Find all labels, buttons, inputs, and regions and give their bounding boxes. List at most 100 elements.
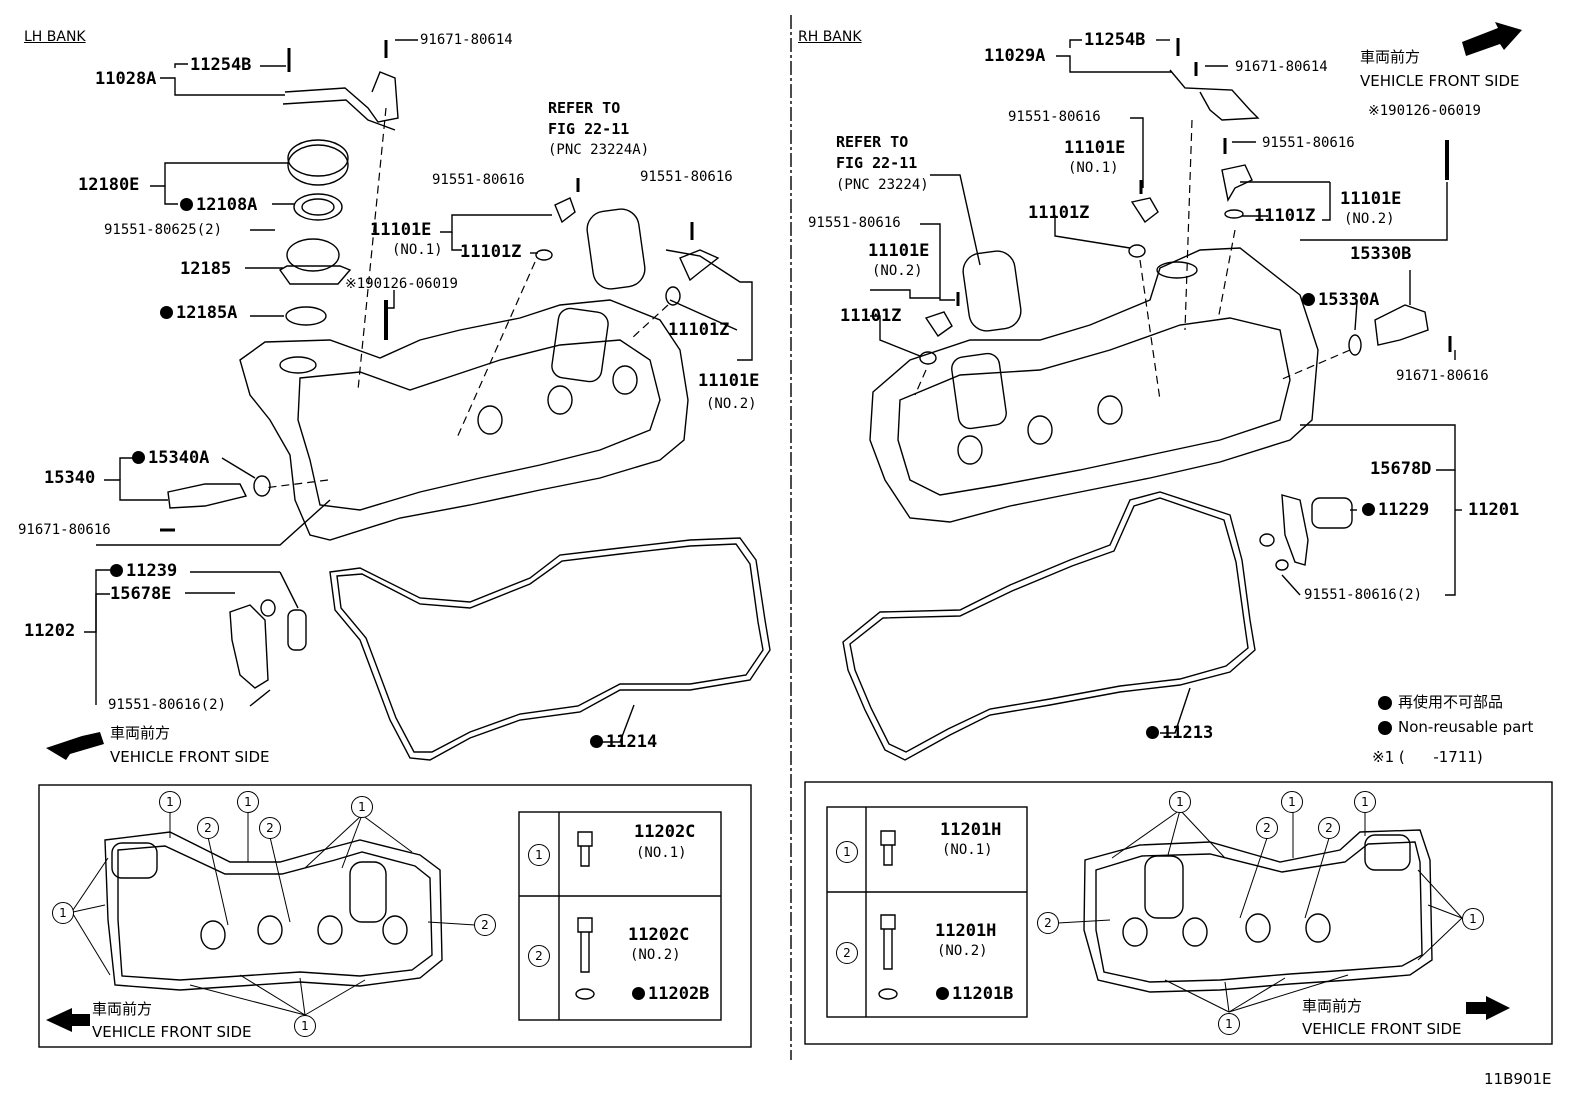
rh-part-11229-text: 11229	[1378, 500, 1430, 520]
lh-part-11254B: 11254B	[190, 55, 252, 75]
lh-part-15340A: 15340A	[132, 450, 209, 467]
lh-cover-top-view	[104, 831, 443, 991]
rh-part-11101Z-b: 11101Z	[840, 306, 902, 326]
rh-callout-1: 1	[1281, 791, 1303, 813]
lh-sensor-no2-shape	[679, 249, 720, 282]
lh-table-row2-num: 2	[528, 945, 550, 967]
rh-table-row2-part: 11201H	[935, 921, 997, 941]
rh-part-91671-80614: 91671-80614	[1235, 59, 1328, 75]
legend-dot-1	[1378, 696, 1392, 710]
rh-washer-shape	[878, 988, 898, 1000]
lh-part-12108A-text: 12108A	[196, 195, 258, 215]
lh-table-row2-sub: (NO.2)	[630, 947, 681, 963]
rh-part-15330B: 15330B	[1350, 244, 1412, 264]
lh-bolt1-shape	[577, 831, 593, 867]
lh-callout-1: 1	[294, 1015, 316, 1037]
rh-ocv-15330B-shape	[1374, 304, 1429, 346]
rh-bolt-box	[804, 781, 1553, 1045]
lh-callout-2: 2	[259, 817, 281, 839]
rh-table-row1-part: 11201H	[940, 820, 1002, 840]
rh-sensor-no2b-shape	[924, 311, 953, 337]
lh-bolt2-shape	[577, 917, 593, 973]
rh-callout-1: 1	[1354, 791, 1376, 813]
lh-part-190126-06019: ※190126-06019	[345, 276, 458, 292]
rh-part-15678D: 15678D	[1370, 459, 1432, 479]
lh-callout-2: 2	[474, 914, 496, 936]
lh-callout-1: 1	[52, 902, 74, 924]
lh-refer-fig: FIG 22-11	[548, 120, 630, 138]
rh-callout-1: 1	[1218, 1013, 1240, 1035]
lh-oring-12185A-shape	[285, 306, 327, 326]
rh-part-11213: 11213	[1146, 725, 1213, 742]
rh-table-row1-sub: (NO.1)	[942, 842, 993, 858]
rh-refer-fig: FIG 22-11	[836, 154, 918, 172]
non-reusable-dot-icon	[132, 451, 145, 464]
lh-ocv-housing-shape	[229, 604, 269, 689]
rh-sensor-no2-shape	[1221, 164, 1253, 202]
lh-refer-gasket-shape	[586, 208, 646, 290]
lh-part-11239-text: 11239	[126, 561, 178, 581]
lh-refer-title: REFER TO	[548, 99, 621, 117]
lh-table-row1-num: 1	[528, 844, 550, 866]
legend-note: ※1 ( -1711)	[1372, 748, 1483, 766]
lh-filler-neck-shape	[286, 238, 340, 272]
legend-jp: 再使用不可部品	[1398, 693, 1504, 711]
rh-front-en-bottom: VEHICLE FRONT SIDE	[1302, 1020, 1462, 1038]
rh-part-91551-80616-b: 91551-80616	[808, 215, 901, 231]
lh-part-12185A-text: 12185A	[176, 303, 238, 323]
figure-code: 11B901E	[1484, 1070, 1552, 1088]
non-reusable-dot-icon	[1362, 503, 1375, 516]
lh-part-11202: 11202	[24, 621, 76, 641]
lh-part-12185: 12185	[180, 259, 232, 279]
non-reusable-dot-icon	[1302, 293, 1315, 306]
rh-part-11229: 11229	[1362, 502, 1429, 519]
lh-bracket-shape	[284, 71, 399, 123]
rh-part-11101Z-c: 11101Z	[1254, 206, 1316, 226]
rh-front-jp-bottom: 車両前方	[1302, 997, 1363, 1015]
rh-part-190126-06019: ※190126-06019	[1368, 103, 1481, 119]
lh-part-91551-80616-2: 91551-80616(2)	[108, 697, 227, 713]
lh-part-91551-80625: 91551-80625(2)	[104, 222, 223, 238]
lh-part-91671-80616: 91671-80616	[18, 522, 111, 538]
rh-table-row1-num: 1	[836, 841, 858, 863]
rh-part-11254B: 11254B	[1084, 30, 1146, 50]
lh-part-11214: 11214	[590, 734, 657, 751]
lh-part-11101Z-b: 11101Z	[668, 320, 730, 340]
lh-part-11028A: 11028A	[95, 69, 157, 89]
lh-table-row2-part2: 11202B	[632, 986, 709, 1003]
lh-part-11101E-no2-sub: (NO.2)	[706, 396, 757, 412]
lh-table-row2-part2-text: 11202B	[648, 984, 710, 1004]
rh-front-en-top: VEHICLE FRONT SIDE	[1360, 72, 1520, 90]
rh-part-15330A-text: 15330A	[1318, 290, 1380, 310]
rh-sensor-no1-shape	[1130, 197, 1159, 224]
rh-bolt2-shape	[880, 914, 896, 970]
lh-front-jp-top: 車両前方	[110, 724, 171, 742]
rh-part-11101Z-a: 11101Z	[1028, 203, 1090, 223]
lh-part-91671-80614: 91671-80614	[420, 32, 513, 48]
rh-table-row2-sub: (NO.2)	[937, 943, 988, 959]
rh-callout-1: 1	[1462, 908, 1484, 930]
lh-gasket-11214-shape	[329, 537, 771, 761]
rh-bolt-table	[826, 806, 1028, 1018]
lh-bank-title: LH BANK	[24, 29, 86, 45]
rh-part-11101E-no2-sub: (NO.2)	[1344, 211, 1395, 227]
lh-valve-cover-outline	[239, 299, 689, 541]
rh-part-91551-80616-c: 91551-80616	[1262, 135, 1355, 151]
lh-part-91551-80616-a: 91551-80616	[432, 172, 525, 188]
rh-cover-top-view	[1083, 829, 1433, 993]
non-reusable-dot-icon	[180, 198, 193, 211]
lh-part-12108A: 12108A	[180, 197, 257, 214]
lh-part-15340A-text: 15340A	[148, 448, 210, 468]
rh-part-11201: 11201	[1468, 500, 1520, 520]
rh-part-11101E-no1-sub: (NO.1)	[1068, 160, 1119, 176]
lh-table-row1-sub: (NO.1)	[636, 845, 687, 861]
rh-part-11101E-no2: 11101E	[1340, 189, 1402, 209]
rh-callout-1: 1	[1169, 791, 1191, 813]
rh-part-15330A: 15330A	[1302, 292, 1379, 309]
lh-part-11101E-no2: 11101E	[698, 371, 760, 391]
lh-part-11101E-no1-sub: (NO.1)	[392, 242, 443, 258]
rh-part-11213-text: 11213	[1162, 723, 1214, 743]
rh-table-row2-part2: 11201B	[936, 986, 1013, 1003]
lh-callout-2: 2	[197, 817, 219, 839]
